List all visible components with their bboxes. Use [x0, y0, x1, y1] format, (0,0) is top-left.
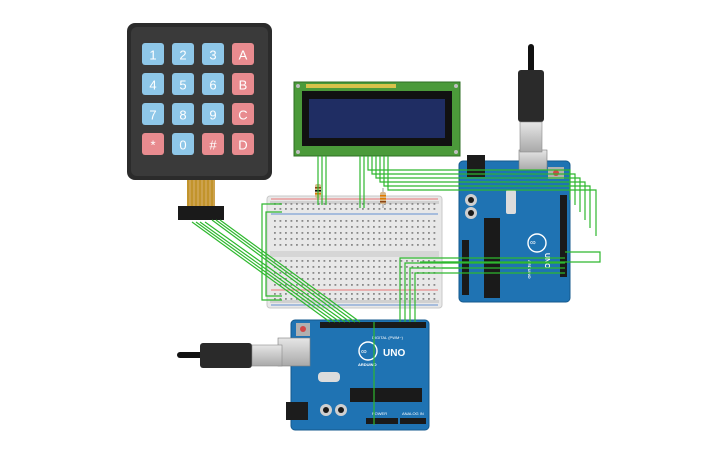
arduino-bottom-digital-header	[320, 322, 426, 328]
lcd-header-pins	[306, 84, 396, 88]
key-0[interactable]: 0	[172, 133, 194, 155]
key-9[interactable]: 9	[202, 103, 224, 125]
key-label: 3	[209, 48, 216, 63]
key-label: 8	[179, 108, 186, 123]
breadboard-holes	[274, 203, 436, 300]
key-label: 7	[149, 108, 156, 123]
arduino-bottom-power-header	[366, 418, 398, 424]
keypad[interactable]: 1 2 3 A 4 5 6 B 7 8 9 C * 0 # D	[127, 23, 272, 220]
key-label: C	[238, 108, 247, 123]
arduino-top-brand: ARDUINO	[527, 260, 532, 279]
key-label: D	[238, 138, 247, 153]
key-label: 1	[149, 48, 156, 63]
arduino-bottom-digital-label: DIGITAL (PWM~)	[372, 335, 404, 340]
arduino-top-board[interactable]: ∞ ARDUINO UNO	[458, 149, 571, 303]
svg-text:∞: ∞	[530, 238, 536, 247]
key-label: 2	[179, 48, 186, 63]
arduino-top-logo	[527, 233, 547, 253]
arduino-top-power-jack	[467, 155, 485, 177]
key-a[interactable]: A	[232, 43, 254, 65]
key-d[interactable]: D	[232, 133, 254, 155]
breadboard-center-channel	[270, 251, 439, 257]
keypad-ribbon	[187, 180, 215, 206]
arduino-bottom-model: UNO	[383, 348, 405, 359]
key-c[interactable]: C	[232, 103, 254, 125]
key-5[interactable]: 5	[172, 73, 194, 95]
wires	[191, 156, 601, 425]
key-6[interactable]: 6	[202, 73, 224, 95]
keypad-connector[interactable]	[178, 206, 224, 220]
key-hash[interactable]: #	[202, 133, 224, 155]
arduino-bottom-logo	[358, 341, 378, 361]
key-1[interactable]: 1	[142, 43, 164, 65]
key-label: 5	[179, 78, 186, 93]
key-3[interactable]: 3	[202, 43, 224, 65]
arduino-top-crystal	[506, 190, 516, 214]
svg-text:∞: ∞	[361, 347, 367, 356]
arduino-bottom-brand: ARDUINO	[358, 362, 377, 367]
key-7[interactable]: 7	[142, 103, 164, 125]
key-label: #	[209, 138, 217, 153]
key-label: A	[239, 48, 248, 63]
resistor-2[interactable]	[380, 188, 386, 208]
arduino-bottom-power-label: POWER	[372, 411, 387, 416]
usb-cable-bottom[interactable]	[177, 343, 283, 368]
key-8[interactable]: 8	[172, 103, 194, 125]
arduino-bottom-analog-label: ANALOG IN	[402, 411, 424, 416]
arduino-bottom-power-jack	[286, 402, 308, 420]
key-label: 0	[179, 138, 186, 153]
arduino-bottom-chip	[350, 388, 422, 402]
key-label: B	[239, 78, 248, 93]
lcd-screen	[309, 99, 445, 138]
usb-cable-top[interactable]	[518, 44, 544, 153]
key-b[interactable]: B	[232, 73, 254, 95]
arduino-bottom-crystal	[318, 372, 340, 382]
key-label: 6	[209, 78, 216, 93]
breadboard[interactable]	[266, 195, 443, 309]
key-label: 4	[149, 78, 156, 93]
key-2[interactable]: 2	[172, 43, 194, 65]
arduino-bottom-usb-port	[277, 337, 311, 367]
arduino-top-model: UNO	[543, 253, 550, 269]
key-star[interactable]: *	[142, 133, 164, 155]
arduino-top-digital-header	[560, 195, 567, 277]
key-label: *	[150, 138, 155, 153]
arduino-bottom-board[interactable]: ∞ ARDUINO UNO DIGITAL (PWM~) POWER ANALO…	[277, 319, 430, 431]
lcd-display[interactable]	[293, 81, 461, 157]
arduino-top-usb-port	[518, 149, 548, 171]
arduino-bottom-analog-header	[400, 418, 426, 424]
keypad-ribbon-strips	[187, 180, 213, 206]
key-4[interactable]: 4	[142, 73, 164, 95]
key-label: 9	[209, 108, 216, 123]
